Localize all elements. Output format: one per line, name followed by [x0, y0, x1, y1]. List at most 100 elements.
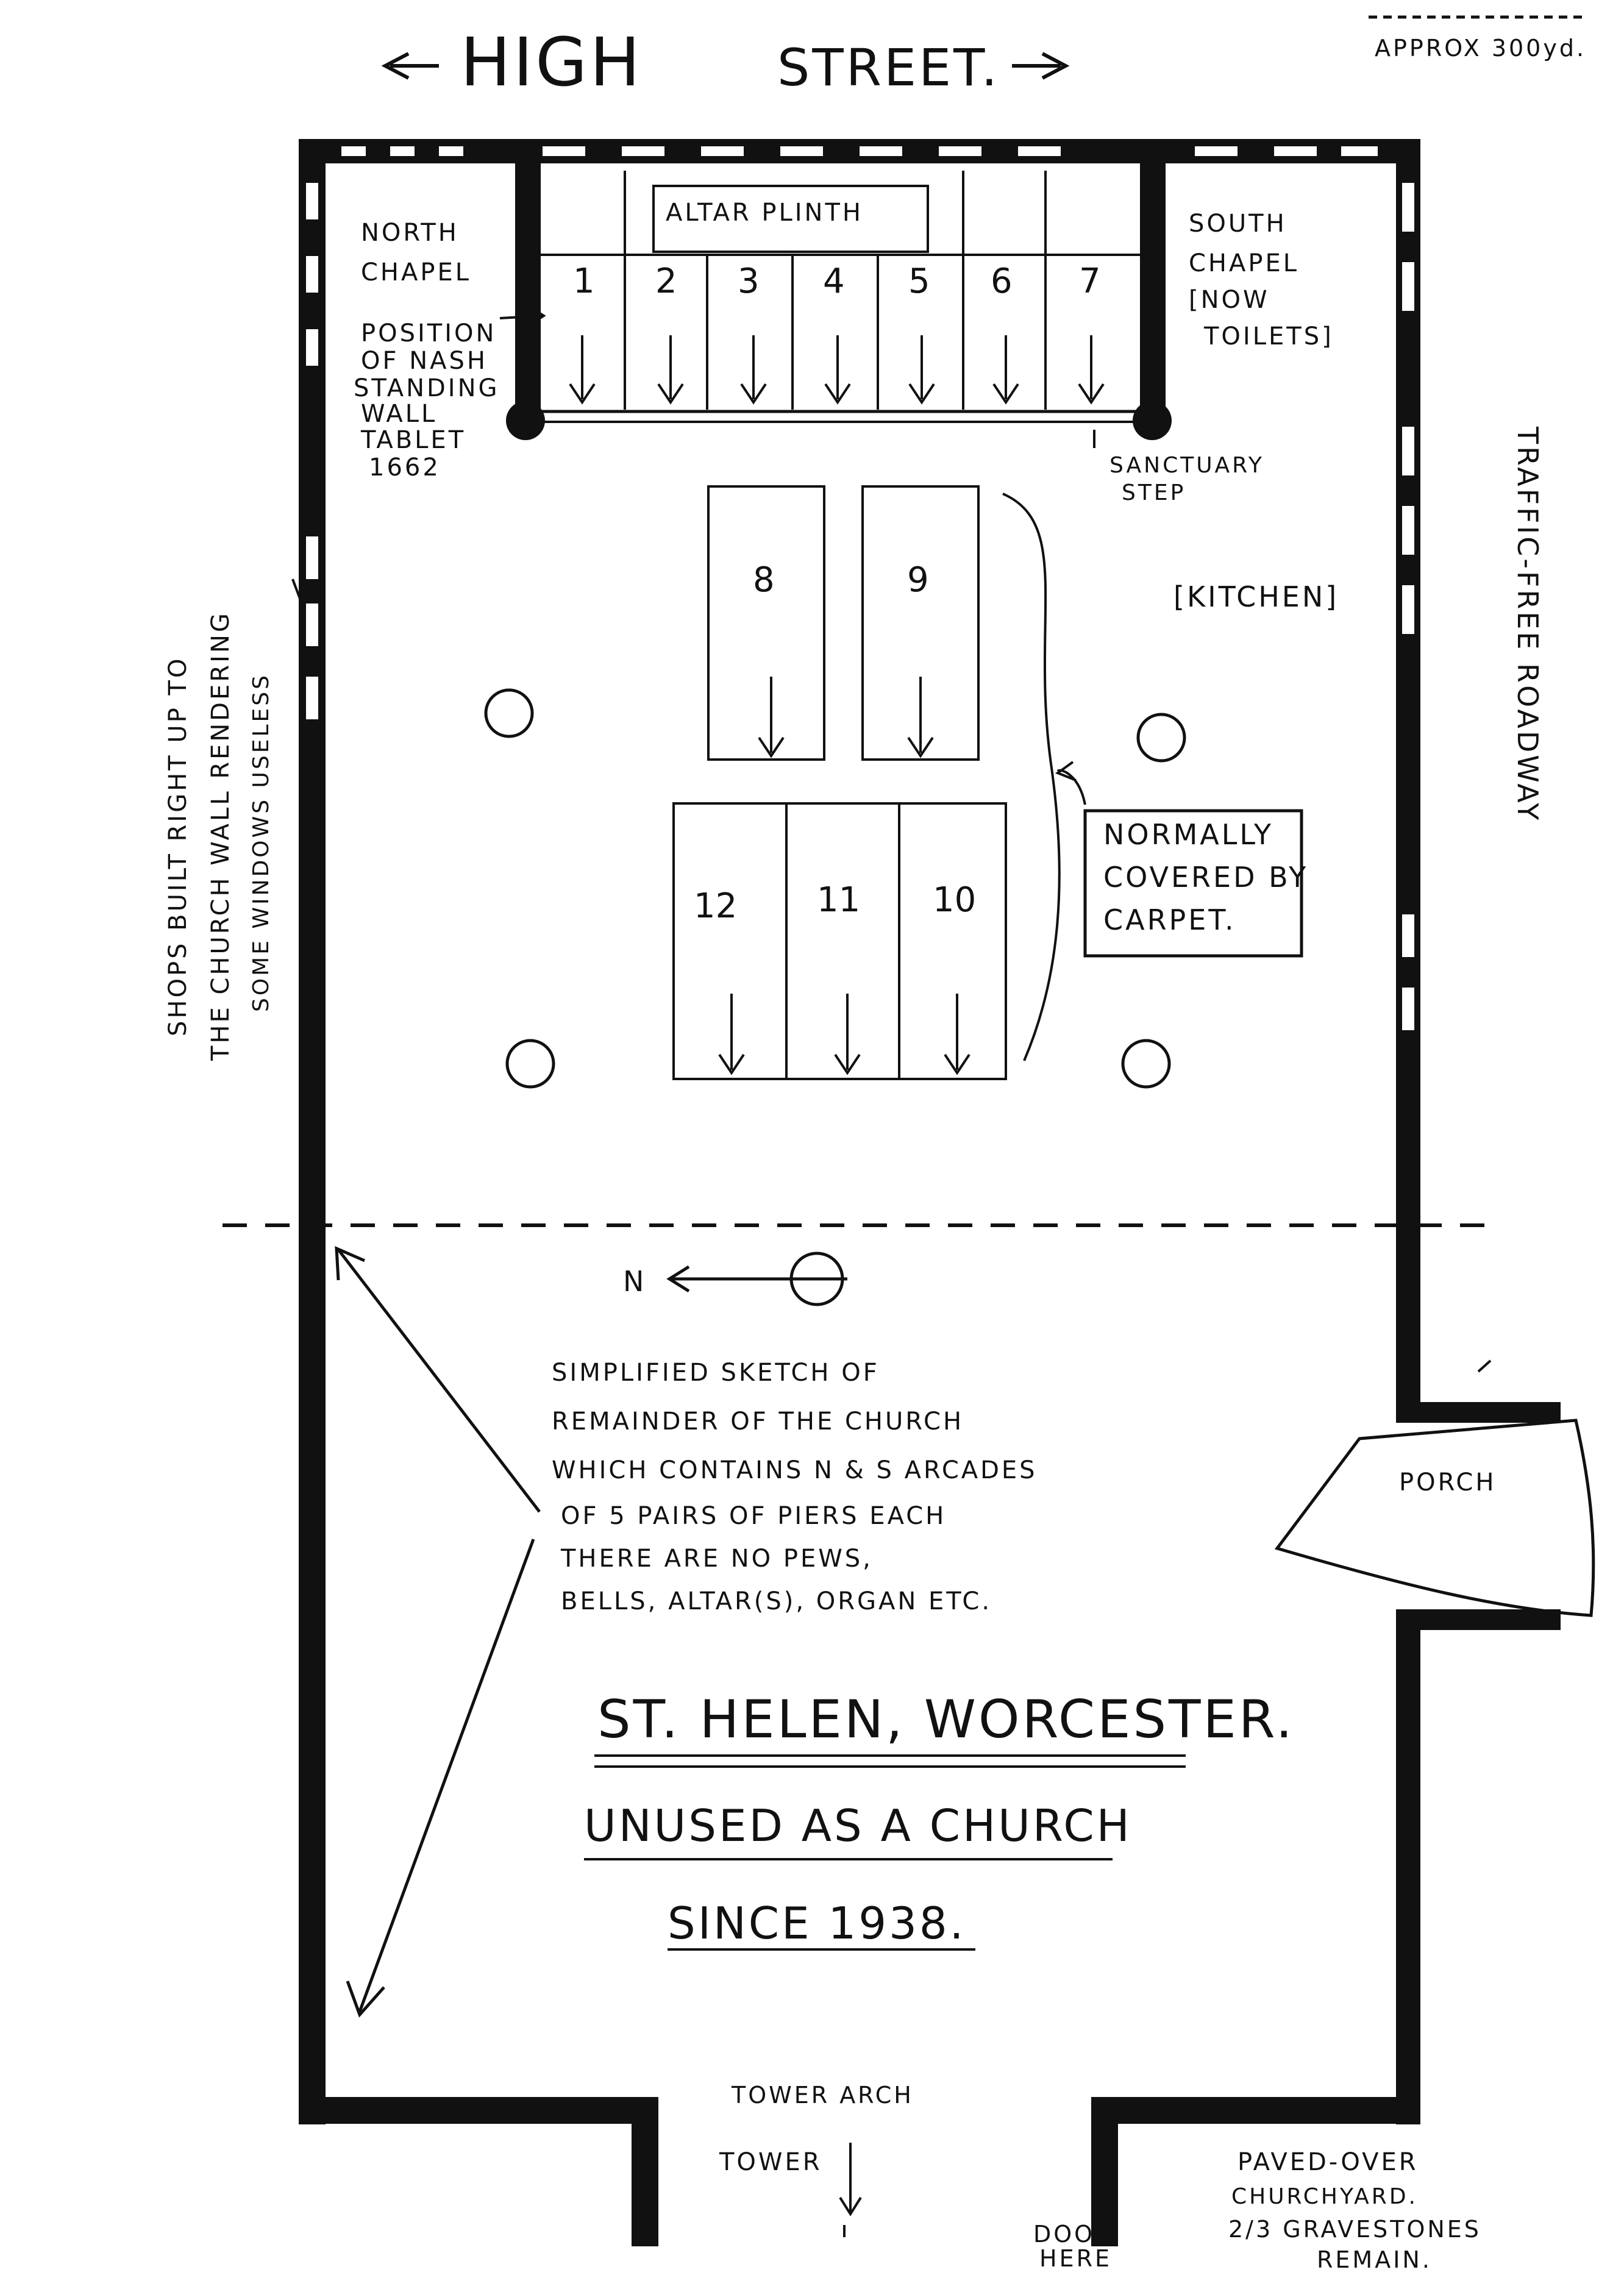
- churchyard-note-line-3: 2/3 GRAVESTONES: [1228, 2216, 1481, 2243]
- nash-note-line-2: OF NASH: [361, 347, 488, 375]
- tower-wall-left: [632, 2097, 658, 2246]
- slab-3-number: 3: [738, 262, 760, 301]
- shops-note-arrow-icon: [291, 578, 303, 604]
- sketch-note-line-1: SIMPLIFIED SKETCH OF: [552, 1359, 880, 1387]
- north-chapel-label-2: CHAPEL: [361, 258, 471, 287]
- traffic-free-roadway-label: TRAFFIC-FREE ROADWAY: [1511, 426, 1544, 822]
- pier-south-2: [1121, 1039, 1171, 1089]
- plan-title: ST. HELEN, WORCESTER. UNUSED AS A CHURCH…: [584, 1689, 1295, 1951]
- nash-arrow-icon: [499, 315, 543, 319]
- east-wall-windows: [1402, 183, 1414, 1030]
- slab-10-number: 10: [933, 880, 976, 920]
- north-arrow-label: N: [623, 1265, 644, 1298]
- east-wall-upper: [1396, 139, 1420, 1419]
- street-label: STREET.: [777, 38, 1000, 98]
- pier-north-1: [484, 688, 534, 738]
- slab-9-box: [861, 485, 980, 761]
- left-arrow-head-icon: [381, 52, 410, 80]
- churchyard-note-line-1: PAVED-OVER: [1238, 2148, 1419, 2176]
- sketch-note-line-6: BELLS, ALTAR(S), ORGAN ETC.: [561, 1587, 992, 1615]
- sanctuary-step-label-1: SANCTUARY: [1109, 453, 1264, 478]
- slab-arrows-1-7: [569, 335, 1105, 405]
- carpet-note-box: [1083, 809, 1303, 958]
- carpet-boundary-line: [1002, 493, 1061, 1061]
- slab-1-number: 1: [573, 262, 595, 301]
- compass-circle-icon: [789, 1251, 844, 1306]
- title-line-2: UNUSED AS A CHURCH: [584, 1800, 1132, 1851]
- west-wall: [299, 139, 326, 2124]
- altar-plinth-label: ALTAR PLINTH: [666, 199, 863, 227]
- south-chapel-label-4: TOILETS]: [1203, 322, 1334, 351]
- carpet-note-line-1: NORMALLY: [1103, 818, 1273, 851]
- pier-south-1: [1136, 713, 1186, 763]
- shops-note-line-2: THE CHURCH WALL RENDERING: [207, 611, 235, 1061]
- south-wall-left: [299, 2097, 658, 2124]
- door-label-1: DOOR: [1033, 2221, 1113, 2248]
- door-label-2: HERE: [1039, 2245, 1112, 2272]
- sketch-note-line-2: REMAINDER OF THE CHURCH: [552, 1408, 964, 1436]
- south-wall-right: [1091, 2097, 1420, 2124]
- sketch-note-line-3: WHICH CONTAINS N & S ARCADES: [552, 1456, 1038, 1484]
- porch-outline: [1274, 1419, 1595, 1617]
- slab-8-number: 8: [753, 560, 775, 600]
- high-label: HIGH: [460, 23, 643, 101]
- nash-note-line-4: WALL: [361, 400, 437, 428]
- east-wall-lower: [1396, 1625, 1420, 2124]
- south-chapel-label-2: CHAPEL: [1189, 249, 1299, 277]
- tower-arrow-icon: [839, 2143, 862, 2237]
- slab-4-number: 4: [823, 262, 845, 301]
- south-chapel-label-1: SOUTH: [1189, 210, 1287, 238]
- tower-label: TOWER: [719, 2148, 822, 2176]
- kitchen-label: [KITCHEN]: [1173, 580, 1339, 613]
- porch: PORCH: [1274, 1359, 1595, 1617]
- nash-note-line-6: 1662: [369, 454, 441, 482]
- nave-slabs-upper: 8 9: [707, 485, 980, 761]
- sketch-note-line-4: OF 5 PAIRS OF PIERS EACH: [561, 1502, 946, 1530]
- slab-arrows-8-9: [758, 677, 934, 758]
- slab-8-box: [707, 485, 825, 761]
- churchyard-note-line-4: REMAIN.: [1317, 2246, 1432, 2273]
- nash-note-line-1: POSITION: [361, 319, 496, 347]
- porch-label: PORCH: [1399, 1468, 1496, 1497]
- porch-wall-bottom: [1396, 1609, 1561, 1630]
- approx-distance-note: APPROX 300yd.: [1375, 35, 1586, 62]
- tower-wall-right: [1091, 2097, 1118, 2246]
- slab-2-number: 2: [655, 262, 677, 301]
- altar-slabs: 1 2 3 4 5 6 7: [569, 171, 1105, 410]
- altar-plinth-box: [652, 185, 929, 253]
- shops-note-line-1: SHOPS BUILT RIGHT UP TO: [164, 657, 192, 1036]
- tower-arch-label: TOWER ARCH: [731, 2082, 914, 2109]
- west-wall-windows: [306, 183, 318, 719]
- slab-5-number: 5: [908, 262, 930, 301]
- south-chapel-partition: [1140, 163, 1166, 419]
- nash-note-line-5: TABLET: [360, 426, 466, 454]
- south-chapel-label-3: [NOW: [1189, 286, 1270, 314]
- altar-slab-dividers: [624, 171, 1047, 410]
- church-walls: [299, 139, 1561, 2246]
- arcade-pointer-arrows: [335, 1246, 541, 2018]
- shops-note-line-3: SOME WINDOWS USELESS: [249, 673, 274, 1012]
- carpet-arrow-icon: [1055, 761, 1077, 781]
- nave-slabs-lower: 12 11 10: [672, 802, 1007, 1080]
- slab-6-number: 6: [991, 262, 1013, 301]
- sketch-note-line-5: THERE ARE NO PEWS,: [560, 1545, 873, 1573]
- sanctuary-step-label-2: STEP: [1122, 480, 1186, 505]
- churchyard-note-line-2: CHURCHYARD.: [1231, 2184, 1418, 2209]
- slab-arrows-10-12: [718, 994, 970, 1075]
- slab-7-number: 7: [1079, 262, 1101, 301]
- carpet-note-line-3: CARPET.: [1103, 903, 1236, 936]
- right-arrow-head-icon: [1041, 52, 1070, 80]
- nash-tablet-note: POSITION OF NASH STANDING WALL TABLET 16…: [354, 306, 546, 482]
- top-wall-windows: [341, 146, 1378, 156]
- porch-wall-top: [1396, 1402, 1561, 1423]
- carpet-note-line-2: COVERED BY: [1103, 861, 1308, 894]
- sanctuary: ALTAR PLINTH: [506, 163, 1172, 440]
- title-line-1: ST. HELEN, WORCESTER.: [597, 1689, 1295, 1750]
- north-chapel-partition: [515, 163, 541, 419]
- slabs-10-12-box: [672, 802, 1007, 1080]
- north-arrow: N: [623, 1251, 847, 1306]
- pier-north-2: [505, 1039, 555, 1089]
- slab-12-number: 12: [694, 886, 737, 926]
- north-step-pier: [506, 401, 545, 440]
